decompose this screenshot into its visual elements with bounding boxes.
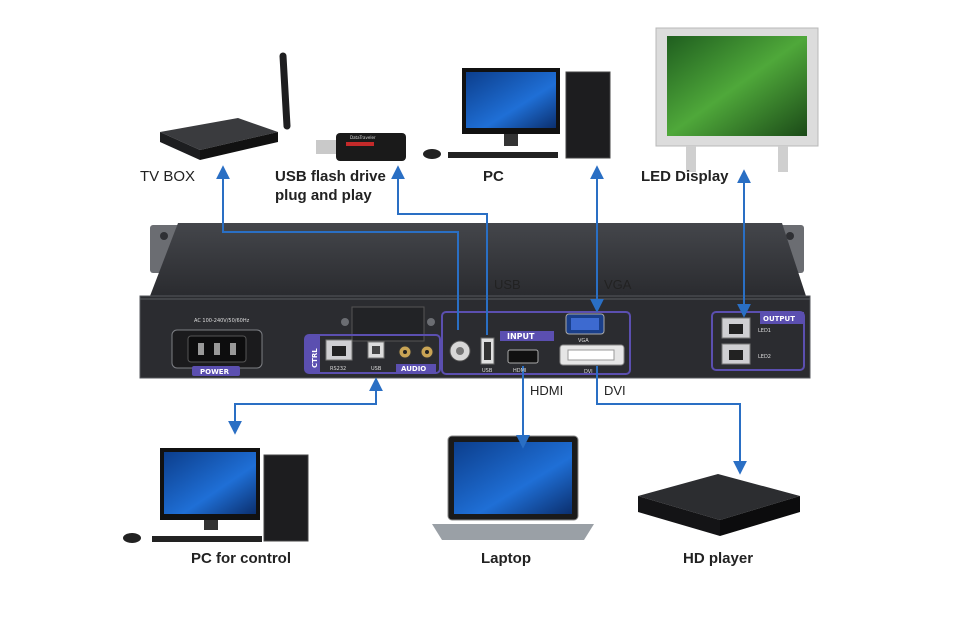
tv-box-device (160, 52, 291, 160)
led-display-label: LED Display (641, 168, 729, 185)
flash-brand-text: DataTraveler (350, 135, 376, 140)
power-label: POWER (200, 368, 230, 376)
usb-port-label: USB (482, 368, 493, 374)
arrow-hd-player-dvi (596, 366, 747, 475)
arrow-pc-control (228, 377, 383, 435)
power-spec-text: AC 100-240V/50/60Hz (194, 318, 250, 324)
ctrl-group-frame (304, 334, 441, 374)
pc-for-control-label: PC for control (191, 550, 291, 567)
rs232-label: RS232 (330, 366, 346, 372)
hdmi-connection-label: HDMI (530, 383, 564, 398)
tv-box-label: TV BOX (140, 168, 196, 185)
hd-player-device (638, 474, 800, 536)
vga-connection-label: VGA (604, 277, 632, 292)
ctrl-usb-label: USB (371, 366, 382, 372)
output-group-frame (711, 311, 805, 371)
connection-lines (216, 165, 751, 475)
arrow-tv-box (216, 165, 459, 330)
usb-flash-label-line2: plug and play (275, 187, 372, 204)
output-label: OUTPUT (763, 315, 795, 323)
input-group-frame (441, 311, 631, 375)
audio-label: AUDIO (401, 365, 426, 373)
laptop-device (432, 435, 594, 540)
hd-player-label: HD player (683, 550, 754, 567)
hdmi-port-label: HDMI (513, 368, 526, 374)
usb-flash-label-line1: USB flash drive (275, 168, 386, 185)
power-socket (171, 329, 263, 376)
laptop-label: Laptop (481, 550, 531, 567)
ctrl-label: CTRL (311, 348, 319, 368)
arrow-usb-flash (391, 165, 488, 335)
hdmi-port (507, 349, 539, 364)
pc-for-control-device (123, 448, 309, 543)
led-display-device (655, 27, 819, 172)
dvi-port-label: DVI (584, 369, 593, 375)
usb-connection-label: USB (494, 277, 521, 292)
vga-port-label: VGA (578, 338, 589, 344)
chassis-top (150, 223, 806, 296)
dvi-connection-label: DVI (604, 383, 626, 398)
pc-device (423, 68, 611, 159)
led2-label: LED2 (758, 354, 771, 360)
pc-label: PC (483, 168, 504, 185)
usb-flash-drive-device (316, 133, 406, 161)
input-label: INPUT (507, 332, 535, 341)
led1-label: LED1 (758, 328, 771, 334)
